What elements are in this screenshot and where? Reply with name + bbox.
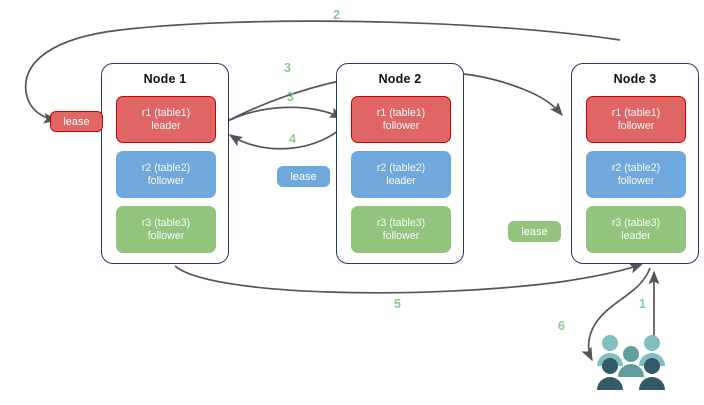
node-1-title: Node 1 (143, 72, 187, 86)
node-1-replica-r1-role: leader (151, 119, 181, 132)
node-2-replica-r1-role: follower (382, 119, 420, 132)
edge-5-path (174, 263, 644, 294)
node-3-replica-r3-name: r3 (table3) (611, 216, 661, 229)
node-2-title: Node 2 (378, 72, 422, 86)
node-3-replica-r1-role: follower (617, 119, 655, 132)
node-3-replica-r2[interactable]: r2 (table2) follower (586, 151, 686, 198)
edge-label-2: 2 (333, 8, 340, 22)
edge-label-3-long: 3 (284, 61, 291, 75)
node-3-replica-r3-role: leader (621, 229, 651, 242)
node-1-replica-r2-role: follower (147, 174, 185, 187)
node-1-replica-r2-name: r2 (table2) (141, 161, 191, 174)
users-icon (597, 335, 665, 390)
lease-badge-red-label: lease (63, 115, 90, 128)
node-1-replica-r1-name: r1 (table1) (141, 106, 191, 119)
node-3-title: Node 3 (613, 72, 657, 86)
lease-badge-red[interactable]: lease (50, 111, 103, 132)
node-3-replica-r2-name: r2 (table2) (611, 161, 661, 174)
node-2-replica-r1-name: r1 (table1) (376, 106, 426, 119)
node-2-replica-r3-role: follower (382, 229, 420, 242)
node-2-replica-r2[interactable]: r2 (table2) leader (351, 151, 451, 198)
node-3[interactable]: Node 3 r1 (table1) follower r2 (table2) … (571, 63, 699, 264)
node-1-replica-r3-name: r3 (table3) (141, 216, 191, 229)
edge-label-5: 5 (394, 297, 401, 311)
lease-badge-blue-label: lease (290, 170, 317, 183)
node-3-replica-r2-role: follower (617, 174, 655, 187)
node-1-replica-r2[interactable]: r2 (table2) follower (116, 151, 216, 198)
edge-3-short-path (221, 106, 344, 125)
node-1-replica-r3[interactable]: r3 (table3) follower (116, 206, 216, 253)
node-1-replica-r3-role: follower (147, 229, 185, 242)
node-2[interactable]: Node 2 r1 (table1) follower r2 (table2) … (336, 63, 464, 264)
edge-label-3-short: 3 (287, 90, 294, 104)
edge-6-path (581, 267, 651, 362)
node-1[interactable]: Node 1 r1 (table1) leader r2 (table2) fo… (101, 63, 229, 264)
node-2-replica-r2-role: leader (386, 174, 416, 187)
lease-badge-green-label: lease (521, 225, 548, 238)
edge-2-path (24, 20, 621, 124)
node-2-replica-r3-name: r3 (table3) (376, 216, 426, 229)
node-3-replica-r1-name: r1 (table1) (611, 106, 661, 119)
lease-badge-blue[interactable]: lease (277, 166, 330, 187)
node-2-replica-r2-name: r2 (table2) (376, 161, 426, 174)
node-1-replica-r1[interactable]: r1 (table1) leader (116, 96, 216, 143)
edge-label-6: 6 (558, 319, 565, 333)
edge-label-1: 1 (639, 297, 646, 311)
node-3-replica-r3[interactable]: r3 (table3) leader (586, 206, 686, 253)
edge-label-4: 4 (289, 132, 296, 146)
lease-badge-green[interactable]: lease (508, 221, 561, 242)
node-3-replica-r1[interactable]: r1 (table1) follower (586, 96, 686, 143)
node-2-replica-r3[interactable]: r3 (table3) follower (351, 206, 451, 253)
node-2-replica-r1[interactable]: r1 (table1) follower (351, 96, 451, 143)
